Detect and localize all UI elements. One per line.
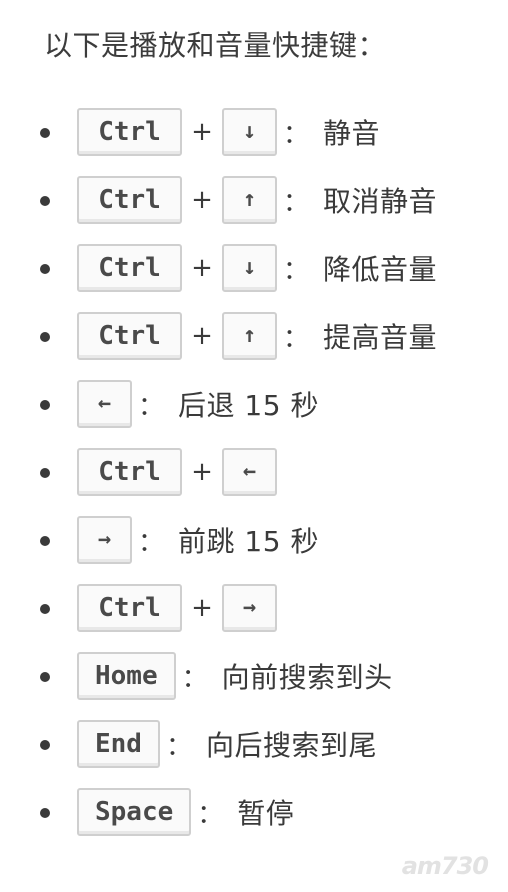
separator-colon: ： [138,527,165,558]
bullet-icon [40,740,50,750]
bullet-icon [40,604,50,614]
key-cap-ctrl: Ctrl [77,448,182,496]
plus-sign: + [191,321,213,351]
intro-text: 以下是播放和音量快捷键： [44,29,387,62]
bullet-icon [40,332,50,342]
plus-sign: + [191,253,213,283]
list-item: Ctrl + → [0,584,508,632]
list-item: Home ： 向前搜索到头 [0,652,508,700]
list-item: Ctrl + ↓ ： 降低音量 [0,244,508,292]
bullet-icon [40,128,50,138]
separator-colon: ： [283,119,310,150]
key-cap-arrow-right: → [77,516,132,564]
key-cap-end: End [77,720,160,768]
shortcut-description: 取消静音 [323,185,438,218]
shortcut-description: 降低音量 [323,253,438,286]
bullet-icon [40,536,50,546]
plus-sign: + [191,117,213,147]
shortcut-description: 后退 15 秒 [178,389,319,422]
key-cap-arrow-up: ↑ [222,176,277,224]
shortcut-description: 暂停 [237,797,295,830]
shortcut-description: 静音 [323,117,381,150]
watermark-logo: am730 [401,852,489,880]
key-cap-arrow-up: ↑ [222,312,277,360]
separator-colon: ： [181,663,208,694]
key-cap-arrow-right: → [222,584,277,632]
bullet-icon [40,400,50,410]
key-cap-ctrl: Ctrl [77,108,182,156]
list-item: End ： 向后搜索到尾 [0,720,508,768]
bullet-icon [40,468,50,478]
key-cap-space: Space [77,788,192,836]
list-item: Ctrl + ↑ ： 提高音量 [0,312,508,360]
key-cap-arrow-left: ← [222,448,277,496]
list-item: Ctrl + ← [0,448,508,496]
list-item: Ctrl + ↓ ： 静音 [0,108,508,156]
plus-sign: + [191,185,213,215]
separator-colon: ： [138,391,165,422]
list-item: Ctrl + ↑ ： 取消静音 [0,176,508,224]
key-cap-ctrl: Ctrl [77,176,182,224]
key-cap-ctrl: Ctrl [77,584,182,632]
bullet-icon [40,264,50,274]
key-cap-ctrl: Ctrl [77,312,182,360]
shortcut-description: 提高音量 [323,321,438,354]
list-item: Space ： 暂停 [0,788,508,836]
plus-sign: + [191,457,213,487]
separator-colon: ： [283,323,310,354]
bullet-icon [40,808,50,818]
separator-colon: ： [165,731,192,762]
plus-sign: + [191,593,213,623]
list-item: ← ： 后退 15 秒 [0,380,508,428]
key-cap-arrow-down: ↓ [222,108,277,156]
list-item: → ： 前跳 15 秒 [0,516,508,564]
key-cap-arrow-down: ↓ [222,244,277,292]
separator-colon: ： [197,799,224,830]
bullet-icon [40,672,50,682]
key-cap-arrow-left: ← [77,380,132,428]
bullet-icon [40,196,50,206]
key-cap-home: Home [77,652,176,700]
shortcut-description: 前跳 15 秒 [178,525,319,558]
key-cap-ctrl: Ctrl [77,244,182,292]
shortcut-list: Ctrl + ↓ ： 静音 Ctrl + ↑ ： 取消静音 Ctrl + ↓ ：… [0,108,508,856]
shortcut-description: 向后搜索到尾 [205,729,377,762]
separator-colon: ： [283,187,310,218]
shortcut-description: 向前搜索到头 [221,661,393,694]
separator-colon: ： [283,255,310,286]
